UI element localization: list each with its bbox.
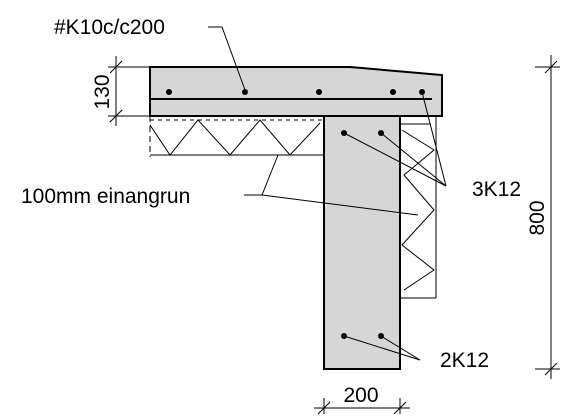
dimension-width [314,398,410,415]
label-slab-mesh: #K10c/c200 [54,16,165,39]
insulation-under-slab [149,116,324,157]
beam-section [323,115,401,370]
leader-insulation [244,154,419,216]
leader-top-bars [343,91,447,187]
label-width: 200 [343,384,378,407]
label-insulation: 100mm einangrun [21,185,190,208]
label-height: 800 [526,200,549,235]
label-slab-thickness: 130 [91,74,114,109]
leader-slab-mesh [208,26,246,91]
dimension-height [535,55,560,379]
slab-section [149,66,443,117]
dimension-slab-thickness [108,56,150,126]
leader-bottom-bars [343,335,421,361]
label-bottom-bars: 2K12 [440,349,489,372]
label-top-bars: 3K12 [472,178,521,201]
insulation-beside-beam [400,116,437,299]
